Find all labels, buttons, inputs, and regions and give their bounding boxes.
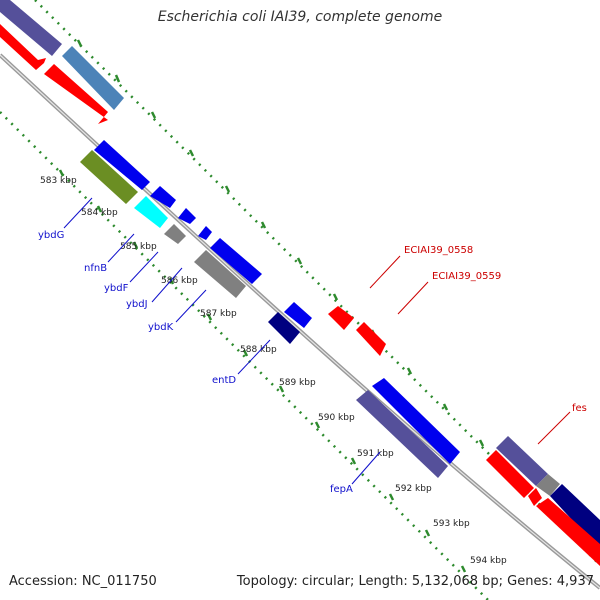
gene-label-ybdG: ybdG	[38, 230, 64, 241]
gene-label-leaders	[63, 197, 571, 485]
gene-label-nfnB: nfnB	[84, 263, 107, 274]
gene-label-entD: entD	[212, 375, 236, 386]
map-title: Escherichia coli IAI39, complete genome	[157, 9, 443, 25]
genome-backbone-inner	[0, 54, 600, 589]
scale-ticks-lower	[58, 169, 467, 573]
gene-label-fes: fes	[572, 403, 587, 414]
kbp-label: 592 kbp	[395, 484, 432, 494]
dotted-scale-line-lower	[0, 111, 489, 600]
genome-summary-text: Topology: circular; Length: 5,132,068 bp…	[236, 574, 594, 589]
gene-label-ECIAI39-0559: ECIAI39_0559	[432, 271, 501, 282]
gene-block-fepA	[356, 378, 460, 478]
gene-block-mid	[80, 140, 312, 344]
kbp-label: 584 kbp	[81, 208, 118, 218]
kbp-label: 587 kbp	[200, 309, 237, 319]
highlight-genes-ECIAI39	[328, 306, 386, 356]
gene-label-ybdK: ybdK	[148, 322, 174, 333]
kbp-label: 585 kbp	[120, 242, 157, 252]
kbp-labels: 583 kbp 584 kbp 585 kbp 586 kbp 587 kbp …	[40, 176, 507, 566]
kbp-label: 591 kbp	[357, 449, 394, 459]
kbp-label: 586 kbp	[161, 276, 198, 286]
kbp-label: 590 kbp	[318, 413, 355, 423]
gene-block-fes	[486, 436, 600, 566]
gene-label-ybdJ: ybdJ	[126, 299, 148, 310]
kbp-label: 594 kbp	[470, 556, 507, 566]
accession-text: Accession: NC_011750	[9, 574, 157, 589]
gene-block-top-left	[0, 0, 124, 124]
kbp-label: 589 kbp	[279, 378, 316, 388]
kbp-label: 593 kbp	[433, 519, 470, 529]
gene-label-ECIAI39-0558: ECIAI39_0558	[404, 245, 473, 256]
gene-labels: ybdG nfnB ybdF ybdJ ybdK entD fepA ECIAI…	[38, 230, 587, 495]
gene-label-ybdF: ybdF	[104, 283, 129, 294]
gene-label-fepA: fepA	[330, 484, 353, 495]
kbp-label: 583 kbp	[40, 176, 77, 186]
kbp-label: 588 kbp	[240, 345, 277, 355]
